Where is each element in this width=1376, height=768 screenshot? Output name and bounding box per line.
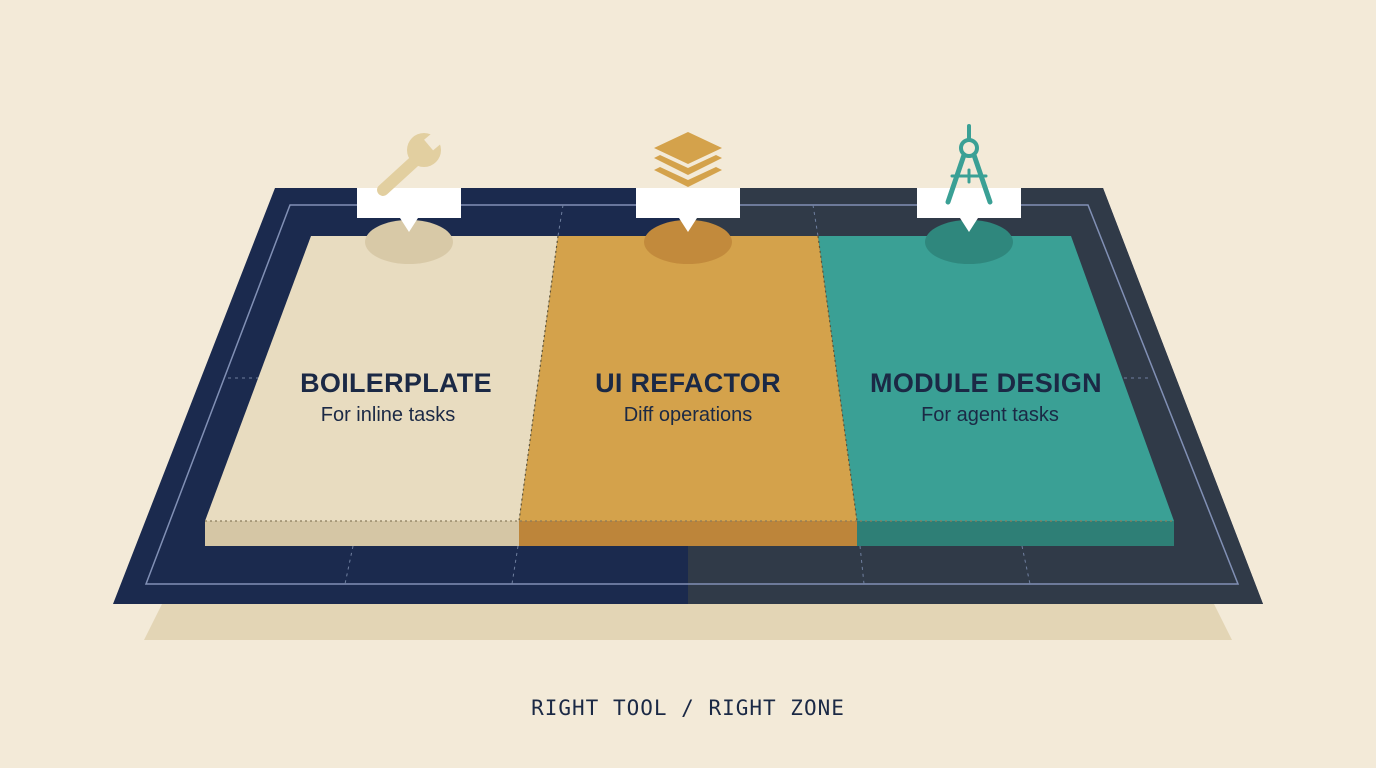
zone-moduledesign-edge [857, 521, 1174, 546]
zone-subtitle-boilerplate: For inline tasks [320, 404, 456, 426]
zone-title-boilerplate: BOILERPLATE [300, 368, 492, 398]
pin-shadow-2 [644, 220, 732, 264]
callout-layers [636, 188, 740, 232]
zone-title-uirefactor: UI REFACTOR [595, 368, 781, 398]
zone-subtitle-moduledesign: For agent tasks [921, 404, 1059, 426]
callout-wrench [357, 188, 461, 232]
layers-icon [654, 132, 722, 187]
wrench-icon [377, 125, 450, 196]
zone-moduledesign-tile [818, 236, 1174, 521]
zone-uirefactor-tile [519, 236, 857, 521]
zone-title-moduledesign: MODULE DESIGN [870, 368, 1102, 398]
zone-dividers [205, 235, 1174, 522]
board-inner-outline [144, 204, 1240, 585]
zone-subtitle-uirefactor: Diff operations [623, 404, 753, 426]
zone-boilerplate-edge [205, 521, 519, 546]
footer-caption: RIGHT TOOL / RIGHT ZONE [531, 696, 845, 720]
pin-shadow-3 [925, 220, 1013, 264]
compass-icon [945, 124, 993, 205]
callout-compass [917, 188, 1021, 232]
pin-shadow-1 [365, 220, 453, 264]
zone-boilerplate-tile [205, 236, 558, 521]
board-shadow [144, 604, 1232, 640]
zone-uirefactor-edge [519, 521, 857, 546]
